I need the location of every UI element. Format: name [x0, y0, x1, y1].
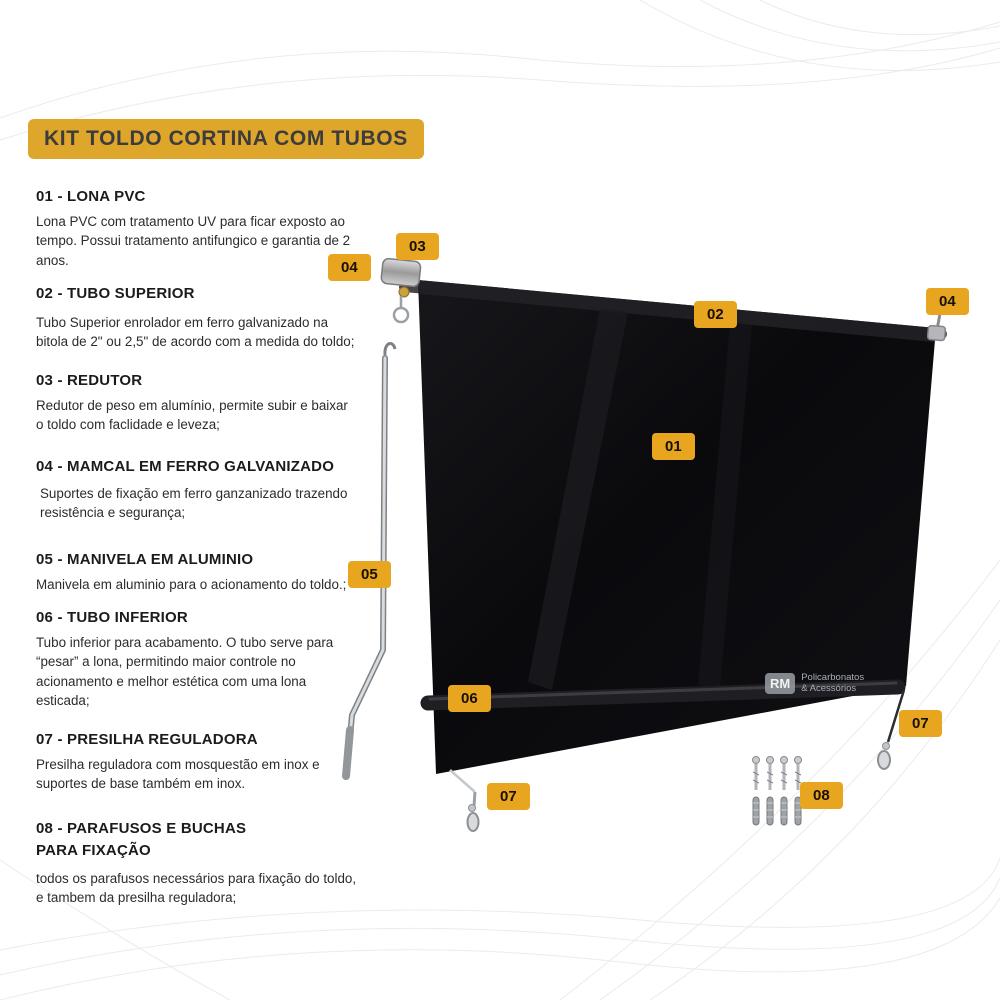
brand-logo: RM [765, 672, 796, 694]
callout-02: 02 [694, 301, 737, 328]
section-body: Tubo inferior para acabamento. O tubo se… [36, 635, 334, 709]
callout-03: 03 [396, 233, 439, 260]
section-body: Redutor de peso em alumínio, permite sub… [36, 398, 348, 433]
section-heading: 05 - MANIVELA EM ALUMINIO [36, 551, 254, 568]
callout-07-right: 07 [899, 710, 942, 737]
section-heading: 08 - PARAFUSOS E BUCHAS PARA FIXAÇÃO [36, 820, 247, 859]
brand-line2: & Acessórios [801, 683, 857, 695]
section-manivela: 05 - MANIVELA EM ALUMINIO Manivela em al… [36, 551, 358, 594]
reducer-cap [380, 257, 422, 324]
section-body: todos os parafusos necessários para fixa… [36, 870, 357, 905]
brand-watermark: RM Policarbonatos & Acessórios [765, 672, 864, 695]
section-tubo-superior: 02 - TUBO SUPERIOR Tubo Superior enrolad… [36, 285, 358, 352]
right-hook-clip [877, 689, 906, 770]
section-parafusos: 08 - PARAFUSOS E BUCHAS PARA FIXAÇÃO tod… [36, 818, 358, 907]
section-body: Suportes de fixação em ferro ganzanizado… [40, 486, 348, 521]
callout-08: 08 [800, 782, 843, 809]
callout-01: 01 [652, 433, 695, 460]
tarp-shape [418, 280, 936, 774]
brand-text: Policarbonatos & Acessórios [801, 672, 864, 695]
product-illustration [300, 230, 1000, 880]
section-heading: 01 - LONA PVC [36, 188, 146, 205]
section-body: Presilha reguladora com mosquestão em in… [36, 757, 320, 792]
callout-07-left: 07 [487, 783, 530, 810]
section-heading: 02 - TUBO SUPERIOR [36, 285, 195, 302]
crank-rod [342, 342, 397, 780]
section-body: Manivela em aluminio para o acionamento … [36, 577, 347, 592]
bottom-tube [420, 679, 906, 711]
section-heading: 04 - MAMCAL EM FERRO GALVANIZADO [36, 458, 335, 475]
page-title: KIT TOLDO CORTINA COM TUBOS [28, 119, 424, 159]
section-lona-pvc: 01 - LONA PVC Lona PVC com tratamento UV… [36, 188, 358, 270]
section-mamcal: 04 - MAMCAL EM FERRO GALVANIZADO Suporte… [36, 458, 358, 523]
section-redutor: 03 - REDUTOR Redutor de peso em alumínio… [36, 372, 358, 435]
callout-04-right: 04 [926, 288, 969, 315]
callout-04-left: 04 [328, 254, 371, 281]
section-body: Tubo Superior enrolador em ferro galvani… [36, 315, 355, 350]
callout-06: 06 [448, 685, 491, 712]
brand-line1: Policarbonatos [801, 672, 865, 683]
section-body: Lona PVC com tratamento UV para ficar ex… [36, 214, 351, 268]
awning-kit-drawing [342, 257, 947, 832]
left-hook-clip [449, 769, 480, 832]
section-heading: 06 - TUBO INFERIOR [36, 609, 188, 626]
section-heading: 07 - PRESILHA REGULADORA [36, 731, 258, 748]
screws-anchors [752, 756, 802, 826]
section-heading: 03 - REDUTOR [36, 372, 143, 389]
section-tubo-inferior: 06 - TUBO INFERIOR Tubo inferior para ac… [36, 609, 358, 711]
callout-05: 05 [348, 561, 391, 588]
section-presilha: 07 - PRESILHA REGULADORA Presilha regula… [36, 731, 358, 794]
